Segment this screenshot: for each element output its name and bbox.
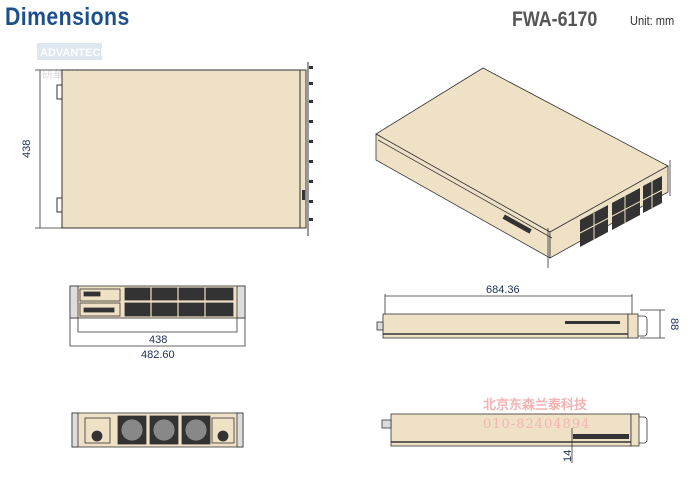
company-watermark: 北京东森兰泰科技 [483, 397, 588, 413]
dim-top-depth: 438 [21, 140, 33, 158]
phone-watermark: 010-82404894 [483, 417, 590, 432]
side-view-bottom [381, 413, 648, 463]
svg-text:ADVANTECH: ADVANTECH [40, 47, 108, 59]
rear-view [71, 412, 244, 448]
front-view [69, 285, 246, 347]
dim-side-length: 684.36 [486, 284, 520, 296]
top-view: 438 [21, 62, 313, 236]
unit-label: Unit: mm [630, 13, 675, 28]
side-view [376, 294, 665, 339]
dim-bottom-offset: 14 [562, 450, 574, 462]
isometric-view [375, 67, 671, 268]
dim-front-inner-width: 438 [149, 334, 167, 346]
page-title: Dimensions [5, 3, 130, 31]
model-name: FWA-6170 [512, 8, 598, 31]
dim-side-height: 88 [668, 318, 680, 330]
dim-front-outer-width: 482.60 [141, 349, 175, 361]
